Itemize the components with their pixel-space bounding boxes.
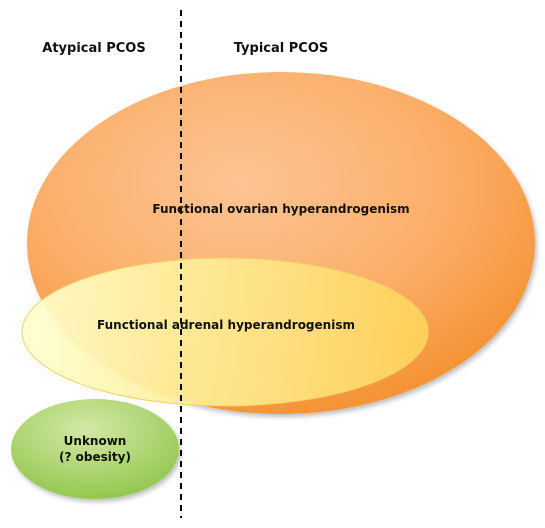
- typical-pcos-header: Typical PCOS: [234, 41, 329, 56]
- adrenal-label: Functional adrenal hyperandrogenism: [97, 318, 355, 332]
- unknown-label-line1: Unknown: [64, 434, 127, 448]
- unknown-label-line2: (? obesity): [59, 450, 131, 464]
- atypical-pcos-header: Atypical PCOS: [42, 41, 145, 56]
- adrenal-ellipse: [21, 257, 429, 407]
- ovarian-label: Functional ovarian hyperandrogenism: [152, 202, 409, 216]
- unknown-ellipse: [11, 399, 179, 499]
